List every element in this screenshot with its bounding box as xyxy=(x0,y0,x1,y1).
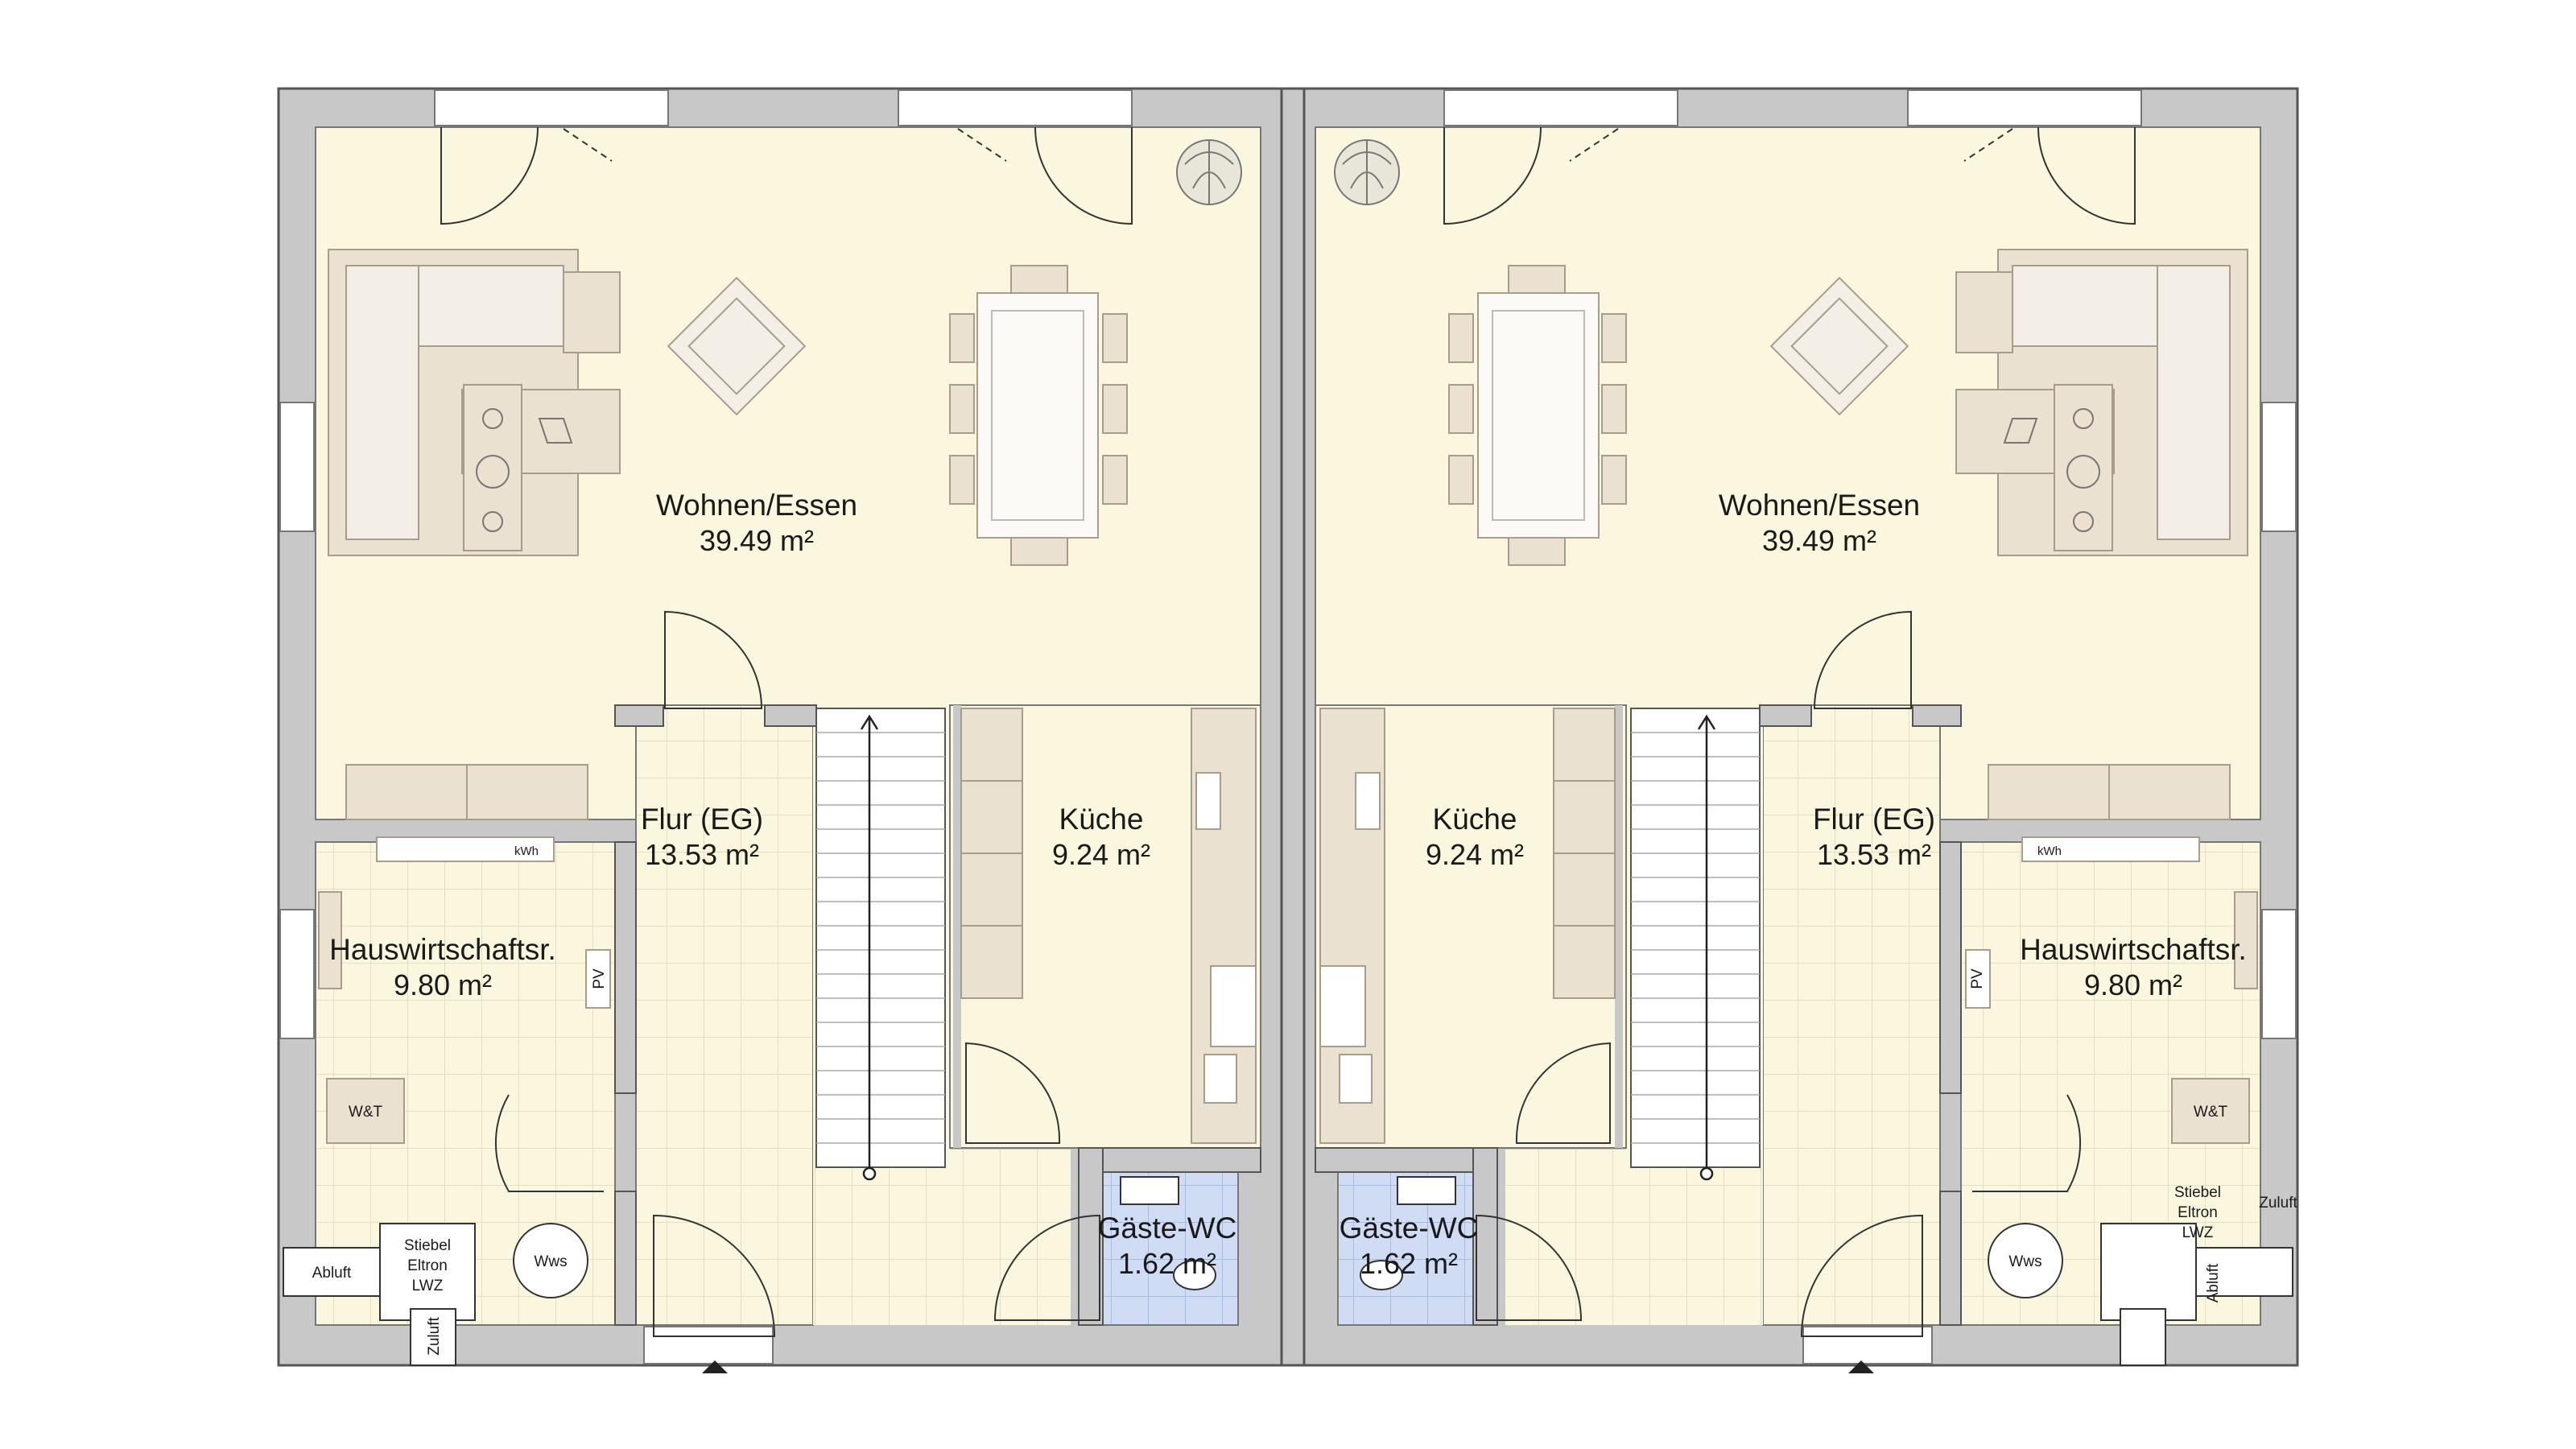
room-name-wohnen: Wohnen/Essen xyxy=(1719,489,1920,522)
room-name-kueche: Küche xyxy=(1433,803,1517,836)
abluft-label: Abluft xyxy=(2205,1263,2222,1302)
room-area-hwr: 9.80 m² xyxy=(394,968,492,1001)
zuluft-label: Zuluft xyxy=(2259,1195,2297,1212)
room-name-wc: Gäste-WC xyxy=(1098,1212,1237,1245)
room-name-hwr: Hauswirtschaftsr. xyxy=(2020,933,2247,966)
party-wall xyxy=(1280,87,1306,1367)
room-name-flur: Flur (EG) xyxy=(641,803,763,836)
lwz-label-line1: Stiebel xyxy=(404,1237,451,1254)
room-name-wc: Gäste-WC xyxy=(1340,1212,1479,1245)
room-area-flur: 13.53 m² xyxy=(1817,838,1931,871)
room-name-kueche: Küche xyxy=(1059,803,1144,836)
lwz-label-line2: Eltron xyxy=(2178,1204,2218,1221)
kwh-label: kWh xyxy=(2037,844,2062,858)
pv-label: PV xyxy=(1969,968,1986,989)
room-name-wohnen: Wohnen/Essen xyxy=(656,489,857,522)
labels-right: Wohnen/Essen 39.49 m² Flur (EG) 13.53 m²… xyxy=(1340,489,2298,1302)
room-area-wohnen: 39.49 m² xyxy=(700,524,814,557)
wt-label: W&T xyxy=(349,1104,383,1121)
labels-left: Wohnen/Essen 39.49 m² Flur (EG) 13.53 m²… xyxy=(312,489,1237,1356)
room-area-kueche: 9.24 m² xyxy=(1052,838,1150,871)
room-name-flur: Flur (EG) xyxy=(1813,803,1935,836)
room-area-wc: 1.62 m² xyxy=(1360,1247,1458,1280)
abluft-label: Abluft xyxy=(312,1265,352,1282)
zuluft-label: Zuluft xyxy=(426,1317,443,1356)
kwh-label: kWh xyxy=(514,844,539,858)
wt-label: W&T xyxy=(2194,1104,2228,1121)
unit-right xyxy=(1282,87,2299,1375)
room-area-wohnen: 39.49 m² xyxy=(1762,524,1876,557)
room-area-hwr: 9.80 m² xyxy=(2084,968,2182,1001)
unit-left xyxy=(277,87,1294,1375)
lwz-label-line3: LWZ xyxy=(412,1278,444,1294)
wws-label: Wws xyxy=(2008,1253,2041,1270)
pv-label: PV xyxy=(591,968,608,989)
room-area-kueche: 9.24 m² xyxy=(1426,838,1524,871)
wws-label: Wws xyxy=(534,1253,567,1270)
room-area-wc: 1.62 m² xyxy=(1118,1247,1216,1280)
lwz-label-line1: Stiebel xyxy=(2174,1184,2221,1201)
lwz-label-line3: LWZ xyxy=(2182,1224,2214,1241)
lwz-label-line2: Eltron xyxy=(407,1257,448,1274)
room-area-flur: 13.53 m² xyxy=(645,838,759,871)
room-name-hwr: Hauswirtschaftsr. xyxy=(329,933,556,966)
